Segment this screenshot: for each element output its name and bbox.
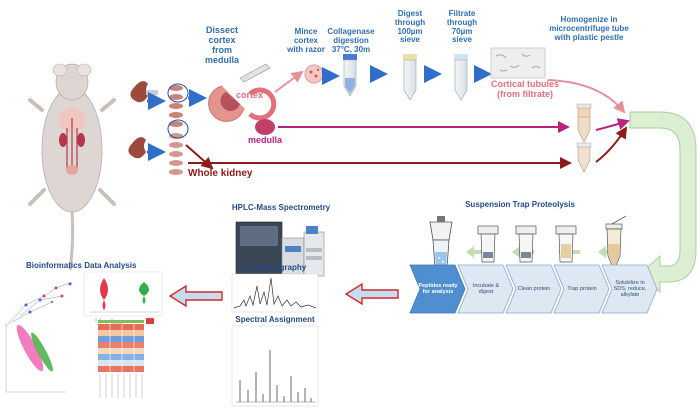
title-strap: Suspension Trap Proteolysis bbox=[465, 200, 575, 209]
strap-step-peptides: Peptides ready for analysis bbox=[412, 265, 462, 313]
dissected-section bbox=[208, 63, 277, 135]
title-spectral: Spectral Assignment bbox=[235, 315, 315, 324]
arrow-tubules-to-tube bbox=[547, 79, 626, 114]
strap-step-clean-label: Clean protein bbox=[517, 285, 551, 292]
spin-column-icon-2 bbox=[477, 225, 499, 263]
tubules-micrograph bbox=[490, 47, 546, 79]
strap-step-trap-label: Trap protein bbox=[567, 285, 597, 292]
strap-step-trap: Trap protein bbox=[556, 265, 606, 313]
chromatogram-icon bbox=[231, 273, 319, 313]
arrow-ms-to-bioinfo bbox=[168, 284, 223, 308]
label-cortical-tubules-l1: Cortical tubules bbox=[490, 79, 559, 89]
spin-column-icon-4 bbox=[555, 225, 577, 263]
pca-plot-icon bbox=[5, 322, 66, 393]
label-whole-kidney: Whole kidney bbox=[188, 168, 253, 179]
title-bioinformatics: Bioinformatics Data Analysis bbox=[26, 261, 137, 270]
spin-column-icon-3 bbox=[515, 225, 537, 263]
mass-spectrometer-icon bbox=[235, 221, 325, 277]
kidney-icon bbox=[128, 81, 158, 159]
label-medulla: medulla bbox=[248, 135, 283, 145]
strap-chevrons bbox=[409, 264, 658, 314]
mouse-illustration bbox=[28, 63, 116, 271]
strap-step-clean: Clean protein bbox=[508, 265, 558, 313]
microcentrifuge-tube-icon bbox=[576, 103, 592, 173]
arrow-whole-out bbox=[595, 126, 628, 163]
tube-icon bbox=[343, 54, 357, 97]
small-green-arrow-1 bbox=[466, 246, 488, 258]
heatmap-icon bbox=[95, 318, 154, 398]
strap-step-incubate: Incubate & digest bbox=[460, 265, 510, 313]
strap-step-peptides-label: Peptides ready for analysis bbox=[418, 282, 458, 295]
step-dissect: Dissect cortex from medulla bbox=[204, 25, 239, 65]
step-mince: Mince cortex with razor bbox=[287, 27, 325, 54]
sieve-tube-icon bbox=[403, 54, 417, 101]
step-filtrate: Filtrate through 70µm sieve bbox=[446, 9, 478, 45]
spectrum-icon bbox=[231, 325, 319, 407]
step-collagenase: Collagenase digestion 37°C, 30m bbox=[327, 27, 375, 54]
strap-step-incubate-label: Incubate & digest bbox=[472, 282, 500, 295]
label-cortical-tubules-l2: (from filtrate) bbox=[497, 88, 553, 99]
step-digest: Digest through 100µm sieve bbox=[394, 9, 426, 45]
strap-step-solubilize-label: Solubilize in SDS, reduce, alkylate bbox=[613, 279, 647, 299]
label-cortical-tubules: Cortical tubules (from filtrate) bbox=[488, 79, 562, 100]
strap-step-solubilize: Solubilize in SDS, reduce, alkylate bbox=[604, 265, 654, 313]
arrow-medulla-out bbox=[595, 118, 630, 131]
title-chromatography: Chromatography bbox=[241, 263, 307, 272]
kidney-slices bbox=[167, 83, 189, 175]
arrow-cortex bbox=[274, 70, 304, 93]
network-plot-icon bbox=[5, 281, 73, 327]
razor-icon bbox=[239, 63, 271, 83]
arrow-whole-kidney-diag bbox=[185, 144, 214, 170]
step-homogenize: Homogenize in microcentrifuge tube with … bbox=[549, 15, 629, 42]
microcentrifuge-tube-icon-2 bbox=[605, 215, 627, 271]
title-hplc: HPLC-Mass Spectrometry bbox=[231, 203, 331, 212]
sieve-tube-icon-2 bbox=[454, 54, 468, 101]
arrow-strap-to-ms bbox=[344, 282, 399, 306]
minced-cortex bbox=[304, 64, 324, 84]
violin-plot-icon bbox=[83, 271, 163, 317]
label-cortex: cortex bbox=[236, 90, 264, 100]
